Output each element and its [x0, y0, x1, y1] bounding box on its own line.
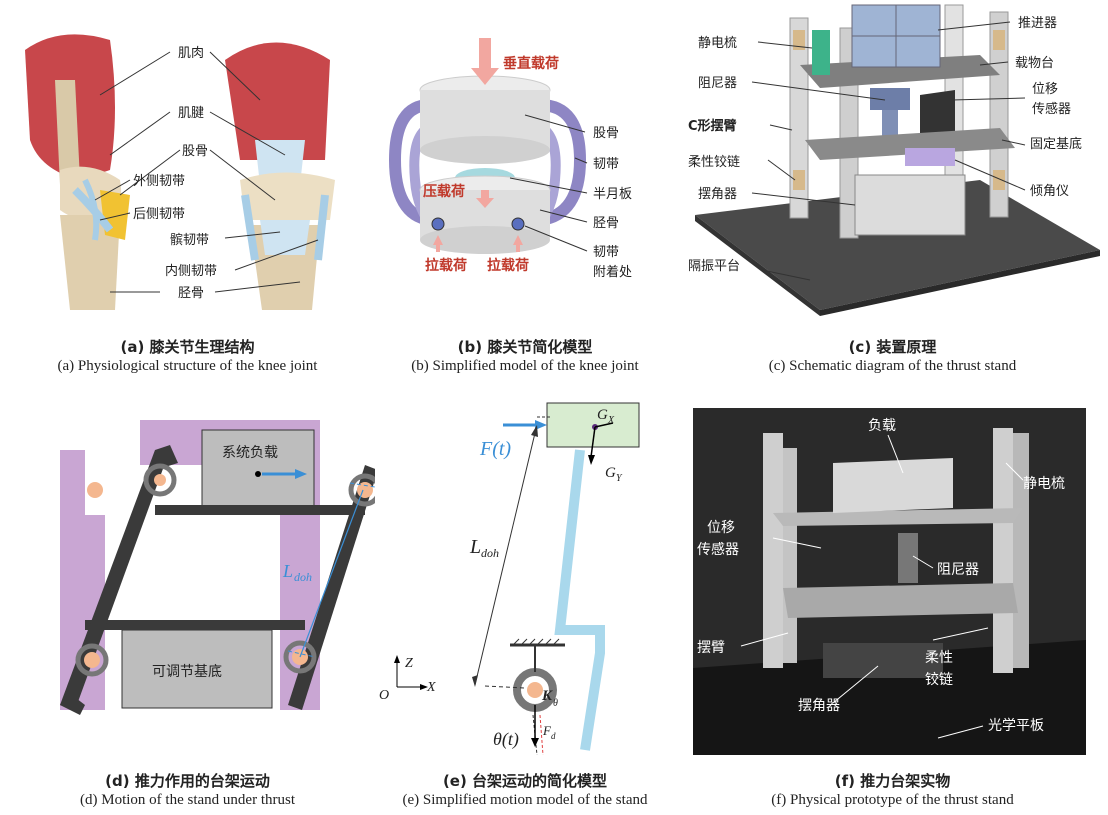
label-c-base: 固定基底 — [1030, 136, 1082, 152]
comb-shape — [812, 30, 830, 75]
label-k-sub: θ — [553, 698, 558, 709]
label-f-disp-2: 传感器 — [697, 541, 739, 558]
label-c-disp-1: 位移 — [1032, 82, 1058, 97]
caption-f-en: (f) Physical prototype of the thrust sta… — [771, 792, 1014, 808]
swing-shape — [854, 174, 966, 236]
caption-b-en: (b) Simplified model of the knee joint — [411, 358, 639, 374]
label-vertical-load: 垂直载荷 — [503, 55, 559, 72]
caption-b-zh: (b) 膝关节简化模型 — [457, 338, 593, 356]
label-f-arm: 摆臂 — [697, 640, 725, 656]
label-f-hinge-2: 铰链 — [925, 672, 953, 688]
label-k: K — [541, 688, 553, 704]
label-c-swing: 摆角器 — [698, 187, 737, 202]
label-adj-base: 可调节基底 — [152, 663, 222, 680]
panel-a-knee-anatomy: 肌肉 肌腱 股骨 外侧韧带 后侧韧带 髌韧带 内侧韧带 胫骨 — [0, 20, 375, 320]
label-posterior-ligament: 后侧韧带 — [133, 207, 185, 222]
caption-d-en: (d) Motion of the stand under thrust — [80, 792, 295, 808]
label-fd: F — [542, 723, 552, 738]
label-b-ligament: 韧带 — [593, 157, 619, 172]
label-lateral-ligament: 外侧韧带 — [133, 174, 185, 189]
panel-d-stand-motion: 系统负载 可调节基底 L doh — [30, 405, 375, 730]
label-c-comb: 静电梳 — [698, 36, 737, 51]
label-f-plate: 光学平板 — [988, 718, 1044, 734]
flexure-arm — [554, 449, 605, 751]
femur-cylinder — [420, 136, 550, 164]
caption-d-zh: (d) 推力作用的台架运动 — [105, 772, 270, 790]
label-medial-ligament: 内侧韧带 — [165, 263, 217, 279]
label-b-attach-1: 韧带 — [593, 245, 619, 260]
f-post-left — [763, 433, 783, 668]
label-c-incl: 倾角仪 — [1030, 184, 1069, 199]
caption-e-en: (e) Simplified motion model of the stand — [402, 792, 648, 808]
label-d-l: L — [282, 561, 293, 581]
label-theta: θ(t) — [493, 729, 519, 750]
inclinometer-shape — [905, 148, 955, 166]
label-f-disp-1: 位移 — [707, 520, 735, 536]
label-f-comb: 静电梳 — [1023, 476, 1065, 492]
label-c-disp-2: 传感器 — [1032, 101, 1071, 117]
panel-b-knee-model: 垂直载荷 压载荷 拉载荷 拉载荷 股骨 韧带 半月板 胫骨 韧带 附着处 — [375, 30, 675, 300]
label-tensile-load-2: 拉载荷 — [487, 257, 529, 274]
muscle-right-shape — [225, 42, 330, 160]
label-c-arm: C形摆臂 — [688, 118, 737, 134]
label-f-t: F(t) — [479, 438, 511, 460]
label-muscle: 肌肉 — [178, 46, 204, 61]
label-tendon: 肌腱 — [178, 106, 204, 121]
label-e-l: L — [469, 536, 481, 558]
panel-c-schematic: 静电梳 阻尼器 C形摆臂 柔性铰链 摆角器 隔振平台 推进器 载物台 位移 传感… — [680, 0, 1105, 320]
label-x: X — [426, 680, 436, 695]
label-tibia: 胫骨 — [178, 286, 204, 301]
label-c-damper: 阻尼器 — [698, 76, 737, 91]
vertical-load-arrow — [471, 38, 499, 85]
stage-shape — [800, 55, 1000, 88]
tibia-left-shape — [60, 215, 120, 310]
label-femur: 股骨 — [182, 144, 208, 159]
caption-c-en: (c) Schematic diagram of the thrust stan… — [768, 358, 1017, 374]
label-f-swing: 摆角器 — [798, 698, 840, 714]
label-fd-sub: d — [551, 731, 556, 741]
label-f-hinge-1: 柔性 — [925, 650, 953, 666]
l-doh-line — [299, 489, 364, 658]
label-gy-sub: Y — [616, 473, 623, 484]
label-c-stage: 载物台 — [1015, 56, 1054, 71]
fixed-base-shape — [805, 128, 1015, 160]
caption-e-zh: (e) 台架运动的简化模型 — [442, 772, 608, 790]
label-c-isolation: 隔振平台 — [688, 259, 740, 274]
label-e-l-sub: doh — [481, 546, 499, 560]
caption-c-zh: (c) 装置原理 — [848, 338, 937, 356]
label-z: Z — [405, 656, 413, 671]
label-o: O — [379, 688, 389, 703]
optical-plate-shape — [693, 640, 1086, 755]
load-block — [833, 458, 953, 513]
caption-a-zh: (a) 膝关节生理结构 — [120, 338, 255, 356]
panel-f-photo: 负载 静电梳 位移 传感器 阻尼器 摆臂 柔性 铰链 摆角器 光学平板 — [693, 408, 1086, 755]
label-b-tibia: 胫骨 — [593, 216, 619, 231]
label-d-l-sub: doh — [294, 570, 312, 584]
ligament-left-shape — [388, 99, 432, 226]
label-patellar-ligament: 髌韧带 — [170, 232, 209, 248]
label-tensile-load-1: 拉载荷 — [425, 257, 467, 274]
label-compress-load: 压载荷 — [423, 183, 465, 200]
caption-a-en: (a) Physiological structure of the knee … — [57, 358, 318, 374]
label-gx-sub: X — [607, 415, 615, 426]
label-f-load: 负载 — [868, 418, 896, 434]
label-c-thruster: 推进器 — [1018, 16, 1057, 31]
label-c-hinge: 柔性铰链 — [688, 155, 740, 170]
caption-f-zh: (f) 推力台架实物 — [834, 772, 951, 790]
label-b-meniscus: 半月板 — [593, 187, 632, 202]
label-f-damper: 阻尼器 — [937, 562, 979, 578]
label-gx: G — [597, 407, 608, 423]
label-payload: 系统负载 — [222, 445, 278, 461]
label-b-attach-2: 附着处 — [593, 264, 632, 280]
label-gy: G — [605, 465, 616, 481]
label-b-femur: 股骨 — [593, 126, 619, 141]
adjustable-base-box — [121, 629, 273, 709]
panel-e-motion-model: F(t) G X G Y L doh K θ F d θ(t) Z X O — [375, 395, 675, 765]
